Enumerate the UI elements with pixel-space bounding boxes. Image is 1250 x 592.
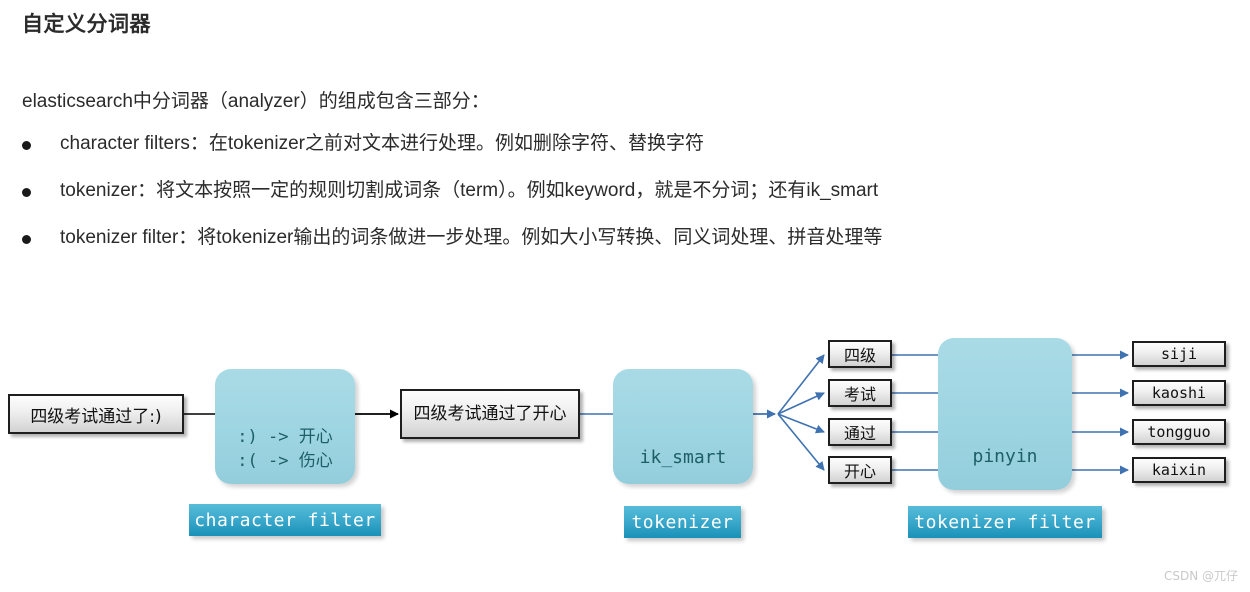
list-item: tokenizer filter：将tokenizer输出的词条做进一步处理。例… bbox=[22, 225, 1222, 272]
input-text-label: 四级考试通过了:) bbox=[30, 406, 162, 427]
output-box: kaixin bbox=[1132, 457, 1226, 483]
output-label: kaoshi bbox=[1151, 384, 1207, 402]
bullet-text: character filters：在tokenizer之前对文本进行处理。例如… bbox=[60, 133, 704, 154]
filtered-text-box: 四级考试通过了开心 bbox=[400, 389, 580, 439]
output-box: tongguo bbox=[1132, 419, 1226, 445]
bullet-text: tokenizer filter：将tokenizer输出的词条做进一步处理。例… bbox=[60, 227, 883, 248]
token-label: 开心 bbox=[843, 462, 876, 481]
output-box: kaoshi bbox=[1132, 380, 1226, 406]
tokenizer-banner: tokenizer bbox=[624, 506, 741, 538]
token-filter-banner: tokenizer filter bbox=[908, 506, 1102, 538]
output-label: tongguo bbox=[1147, 423, 1211, 441]
bullet-list: character filters：在tokenizer之前对文本进行处理。例如… bbox=[22, 131, 1222, 272]
intro-paragraph: elasticsearch中分词器（analyzer）的组成包含三部分： bbox=[22, 91, 490, 112]
token-label: 四级 bbox=[843, 346, 876, 365]
output-label: siji bbox=[1160, 345, 1198, 363]
character-filter-box: :) -> 开心 :( -> 伤心 bbox=[215, 369, 355, 484]
tokenizer-banner-label: tokenizer bbox=[631, 511, 734, 533]
token-box: 开心 bbox=[828, 456, 892, 484]
token-label: 考试 bbox=[843, 385, 876, 404]
bullet-dot-icon bbox=[22, 188, 31, 197]
token-box: 四级 bbox=[828, 340, 892, 368]
bullet-dot-icon bbox=[22, 141, 31, 150]
character-filter-banner-label: character filter bbox=[194, 509, 376, 531]
token-box: 通过 bbox=[828, 418, 892, 446]
filtered-text-label: 四级考试通过了开心 bbox=[413, 404, 567, 424]
token-filter-banner-label: tokenizer filter bbox=[914, 511, 1096, 533]
character-filter-rules: :) -> 开心 :( -> 伤心 bbox=[237, 427, 333, 471]
token-label: 通过 bbox=[843, 424, 876, 443]
bullet-text: tokenizer：将文本按照一定的规则切割成词条（term）。例如keywor… bbox=[60, 180, 879, 201]
bullet-dot-icon bbox=[22, 235, 31, 244]
tokenizer-name: ik_smart bbox=[639, 447, 727, 468]
watermark: CSDN @兀仔 bbox=[1163, 569, 1238, 583]
input-text-box: 四级考试通过了:) bbox=[8, 394, 184, 434]
character-filter-banner: character filter bbox=[189, 504, 381, 536]
list-item: character filters：在tokenizer之前对文本进行处理。例如… bbox=[22, 131, 1222, 178]
tokenizer-box: ik_smart bbox=[613, 369, 753, 484]
token-filter-box: pinyin bbox=[938, 338, 1072, 490]
page-title: 自定义分词器 bbox=[22, 13, 151, 36]
output-label: kaixin bbox=[1151, 461, 1207, 479]
token-filter-name: pinyin bbox=[972, 446, 1038, 467]
token-box: 考试 bbox=[828, 379, 892, 407]
output-box: siji bbox=[1132, 341, 1226, 367]
list-item: tokenizer：将文本按照一定的规则切割成词条（term）。例如keywor… bbox=[22, 178, 1222, 225]
